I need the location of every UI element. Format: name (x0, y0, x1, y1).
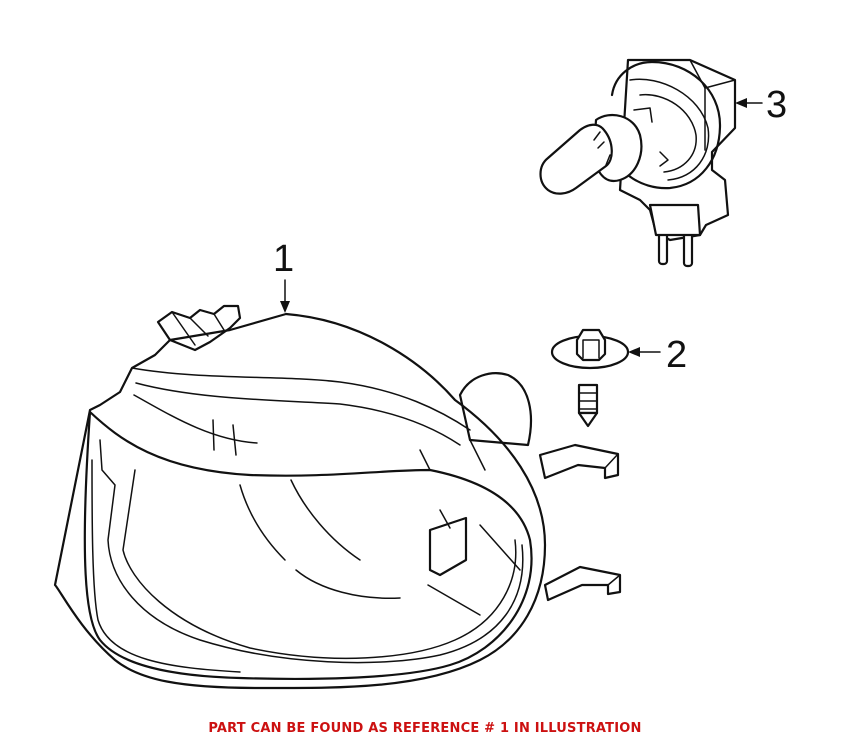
bulb-part-3 (539, 58, 737, 268)
callout-2-arrow (628, 347, 661, 357)
callout-3-arrow (735, 98, 763, 108)
screw-part-2 (550, 328, 630, 428)
fog-lamp-part-1 (53, 304, 622, 690)
reference-caption: PART CAN BE FOUND AS REFERENCE # 1 IN IL… (208, 721, 642, 736)
callout-1-label: 1 (273, 238, 295, 280)
callout-1-arrow (280, 279, 290, 313)
callout-2-label: 2 (666, 334, 688, 376)
callout-3-label: 3 (766, 84, 788, 126)
